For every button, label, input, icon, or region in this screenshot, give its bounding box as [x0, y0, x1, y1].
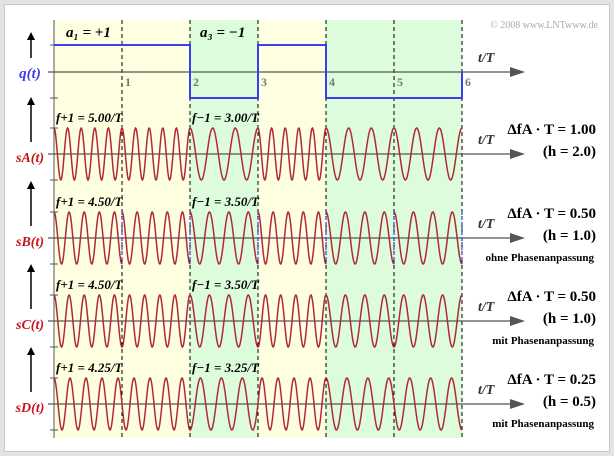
sD-y-arrowhead — [27, 347, 35, 355]
sC-f-minus-label: f−1 = 3.50/T — [192, 277, 260, 292]
sA-signal-curve — [53, 126, 463, 182]
sB-f-minus-label: f−1 = 3.50/T — [192, 194, 260, 209]
sD-axis-arrowhead — [510, 399, 525, 409]
symbol-background-1 — [54, 20, 122, 438]
q-axis-arrowhead — [510, 67, 525, 77]
sC-note: mit Phasenanpassung — [492, 335, 594, 347]
sC-modulation-index-label: (h = 1.0) — [543, 311, 596, 327]
sA-f-plus-label: f+1 = 5.00/T — [56, 110, 124, 125]
tick-label-6: 6 — [465, 75, 471, 89]
sA-modulation-index-label: (h = 2.0) — [543, 144, 596, 160]
sA-delta-f-label: ΔfA · T = 1.00 — [507, 122, 596, 138]
symbol-background-5 — [326, 20, 394, 438]
sA-y-arrowhead — [27, 97, 35, 105]
sC-signal-curve — [53, 293, 463, 349]
sC-delta-f-label: ΔfA · T = 0.50 — [507, 289, 596, 305]
symbol-background-4 — [258, 20, 326, 438]
sB-signal-curve — [53, 210, 463, 266]
sB-axis-arrowhead — [510, 233, 525, 243]
sB-label: sB(t) — [15, 235, 44, 250]
sB-y-arrowhead — [27, 181, 35, 189]
sB-delta-f-label: ΔfA · T = 0.50 — [507, 206, 596, 222]
sC-label: sC(t) — [15, 318, 44, 333]
q-label: q(t) — [19, 66, 41, 82]
q-axis-label: t/T — [478, 51, 496, 66]
tick-label-2: 2 — [193, 75, 199, 89]
sA-f-minus-label: f−1 = 3.00/T — [192, 110, 260, 125]
sD-f-minus-label: f−1 = 3.25/T — [192, 360, 260, 375]
symbol-background-2 — [122, 20, 190, 438]
symbol-background-3 — [190, 20, 258, 438]
q-signal-curve — [54, 44, 463, 99]
tick-label-1: 1 — [125, 75, 131, 89]
sC-y-arrowhead — [27, 264, 35, 272]
sD-label: sD(t) — [15, 401, 45, 416]
sA-label: sA(t) — [15, 151, 44, 166]
sD-f-plus-label: f+1 = 4.25/T — [56, 360, 124, 375]
sD-signal-curve — [53, 376, 463, 432]
tick-label-5: 5 — [397, 75, 403, 89]
sB-note: ohne Phasenanpassung — [485, 252, 594, 264]
symbol-background-6 — [394, 20, 462, 438]
sB-modulation-index-label: (h = 1.0) — [543, 228, 596, 244]
tick-label-4: 4 — [329, 75, 335, 89]
sB-axis-label: t/T — [478, 217, 496, 232]
sD-axis-label: t/T — [478, 383, 496, 398]
sA-axis-arrowhead — [510, 149, 525, 159]
symbol-label-a1: a₁ = +1 — [66, 25, 111, 41]
copyright-text: © 2008 www.LNTwww.de — [490, 20, 598, 31]
sD-note: mit Phasenanpassung — [492, 418, 594, 430]
q-y-arrowhead — [27, 32, 35, 40]
sD-modulation-index-label: (h = 0.5) — [543, 394, 596, 410]
sC-axis-arrowhead — [510, 316, 525, 326]
sC-axis-label: t/T — [478, 300, 496, 315]
sC-f-plus-label: f+1 = 4.50/T — [56, 277, 124, 292]
symbol-label-a3: a₃ = −1 — [200, 25, 245, 41]
tick-label-3: 3 — [261, 75, 267, 89]
sA-axis-label: t/T — [478, 133, 496, 148]
sB-f-plus-label: f+1 = 4.50/T — [56, 194, 124, 209]
sD-delta-f-label: ΔfA · T = 0.25 — [507, 372, 596, 388]
